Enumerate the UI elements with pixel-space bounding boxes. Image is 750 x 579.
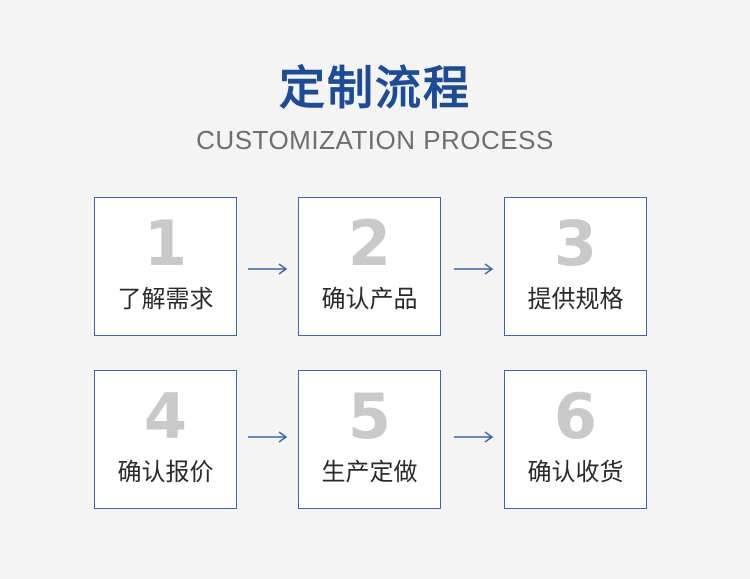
step-label: 了解需求 (117, 285, 214, 313)
arrow-right-icon (454, 431, 494, 443)
step-label: 确认报价 (117, 458, 214, 486)
step-label: 确认收货 (527, 458, 624, 486)
arrow-right-icon (248, 431, 288, 443)
step-label: 确认产品 (321, 285, 418, 313)
step-number: 6 (553, 380, 598, 453)
page-subtitle: CUSTOMIZATION PROCESS (196, 125, 554, 155)
step-card-4: 4 确认报价 (94, 370, 237, 509)
step-card-1: 1 了解需求 (94, 197, 237, 336)
step-number: 1 (143, 207, 188, 280)
step-number: 5 (347, 380, 392, 453)
step-number: 3 (553, 207, 598, 280)
step-card-2: 2 确认产品 (298, 197, 441, 336)
step-card-5: 5 生产定做 (298, 370, 441, 509)
page-title: 定制流程 (279, 61, 471, 115)
step-label: 提供规格 (527, 285, 624, 313)
step-label: 生产定做 (321, 458, 418, 486)
arrow-right-icon (454, 263, 494, 275)
step-card-6: 6 确认收货 (504, 370, 647, 509)
arrow-right-icon (248, 263, 288, 275)
step-number: 4 (143, 380, 188, 453)
step-card-3: 3 提供规格 (504, 197, 647, 336)
step-number: 2 (347, 207, 392, 280)
